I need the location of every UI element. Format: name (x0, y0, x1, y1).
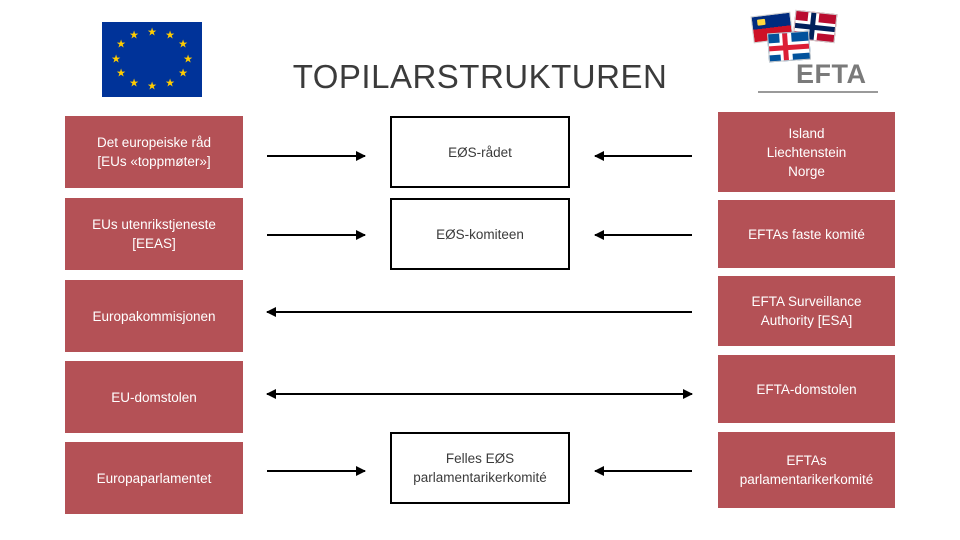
box-eu-court: EU-domstolen (65, 361, 243, 433)
eu-star: ★ (129, 77, 139, 89)
box-eu-parliament-label: Europaparlamentet (96, 470, 212, 486)
eu-flag: ★ ★ ★ ★ ★ ★ ★ ★ ★ ★ ★ ★ (102, 22, 202, 97)
box-efta-court-label: EFTA-domstolen (756, 381, 857, 397)
box-line-1: EFTA Surveillance (751, 294, 862, 309)
eu-star: ★ (147, 80, 157, 92)
arrow-esa-to-commission (266, 307, 692, 317)
eu-star: ★ (178, 67, 188, 80)
efta-wordmark: EFTA (796, 59, 867, 89)
box-eu-parliament: Europaparlamentet (65, 442, 243, 514)
box-line-1: EUs utenrikstjeneste (92, 217, 216, 232)
box-eu-council-label: Det europeiske råd [EUs «toppmøter»] (97, 133, 211, 171)
box-eu-court-label: EU-domstolen (111, 389, 197, 405)
arrow-eeas-to-ees-komiteen (267, 230, 366, 240)
arrow-efta-states-to-ees-radet (594, 151, 692, 161)
iceland-flag (767, 30, 811, 63)
arrow-eu-council-to-ees-radet (267, 151, 366, 161)
eu-star: ★ (111, 53, 121, 65)
box-esa-label: EFTA Surveillance Authority [ESA] (751, 292, 861, 330)
arrow-efta-standing-to-ees-komiteen (594, 230, 692, 240)
efta-logo: EFTA (740, 9, 880, 97)
box-efta-parlamentarikerkomite: EFTAs parlamentarikerkomité (718, 432, 895, 508)
eu-star: ★ (129, 29, 139, 41)
arrow-efta-parl-to-felles (594, 466, 692, 476)
box-line-3: Norge (788, 163, 825, 179)
eu-star: ★ (116, 38, 126, 51)
box-eeas-label: EUs utenrikstjeneste [EEAS] (92, 215, 216, 253)
box-line-1: EFTAs (786, 453, 827, 468)
box-efta-states-label: Island Liechtenstein Norge (767, 124, 847, 181)
box-felles-label: Felles EØS parlamentarikerkomité (413, 449, 547, 487)
box-line-2: parlamentarikerkomité (413, 470, 547, 485)
box-efta-standing-committee: EFTAs faste komité (718, 200, 895, 268)
box-line-1: Island (788, 125, 825, 141)
box-eeas: EUs utenrikstjeneste [EEAS] (65, 198, 243, 270)
arrow-eu-parliament-to-felles (267, 466, 366, 476)
box-ees-radet-label: EØS-rådet (448, 144, 512, 160)
box-line-2: Liechtenstein (766, 144, 847, 160)
box-line-2: [EEAS] (132, 236, 176, 251)
eu-star: ★ (183, 53, 193, 65)
box-ees-radet: EØS-rådet (390, 116, 570, 188)
box-commission: Europakommisjonen (65, 280, 243, 352)
page-title: TOPILARSTRUKTUREN (292, 58, 668, 95)
efta-underline (758, 91, 878, 93)
box-felles-ees-parlamentarikerkomite: Felles EØS parlamentarikerkomité (390, 432, 570, 504)
eu-star: ★ (178, 38, 188, 51)
box-line-2: [EUs «toppmøter»] (97, 154, 211, 169)
box-efta-parl-label: EFTAs parlamentarikerkomité (740, 451, 874, 489)
box-ees-komiteen: EØS-komiteen (390, 198, 570, 270)
box-line-2: Authority [ESA] (760, 313, 853, 328)
eu-star: ★ (116, 67, 126, 80)
eu-star: ★ (147, 26, 157, 38)
box-commission-label: Europakommisjonen (92, 308, 216, 324)
eu-star: ★ (165, 77, 175, 89)
efta-flag-group (750, 9, 870, 63)
box-eu-council: Det europeiske råd [EUs «toppmøter»] (65, 116, 243, 188)
box-line-1: Felles EØS (445, 451, 515, 466)
box-efta-standing-label: EFTAs faste komité (748, 226, 865, 242)
box-efta-court: EFTA-domstolen (718, 355, 895, 423)
box-line-2: parlamentarikerkomité (739, 472, 874, 487)
box-line-1: Det europeiske råd (96, 135, 212, 150)
box-ees-komiteen-label: EØS-komiteen (436, 226, 524, 242)
box-efta-states: Island Liechtenstein Norge (718, 112, 895, 192)
eu-star: ★ (165, 29, 175, 41)
box-esa: EFTA Surveillance Authority [ESA] (718, 276, 895, 346)
arrow-eu-court-to-efta-court (267, 389, 693, 399)
